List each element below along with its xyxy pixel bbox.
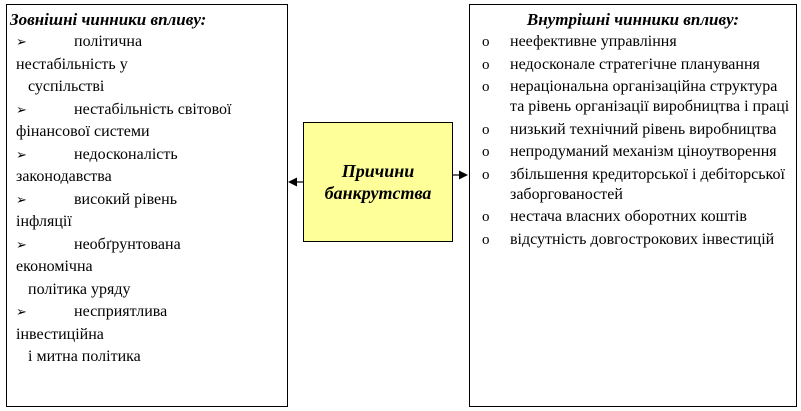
external-factor-text: суспільстві [28, 78, 105, 95]
arrow-bullet-icon: ➢ [16, 101, 27, 117]
circle-bullet-icon: o [482, 56, 490, 73]
external-factor-first-line: ➢ недосконалість [16, 144, 281, 167]
external-factors-box: Зовнішні чинники впливу: ➢ політична неста… [6, 4, 288, 407]
internal-factor-text: низький технічний рівень виробництва [510, 120, 777, 138]
circle-bullet-icon: o [482, 34, 490, 50]
external-factor-item: ➢ нестабільність світової фінансової систе… [16, 99, 281, 144]
internal-factor-text: збільшення кредиторської і дебіторської … [510, 165, 785, 203]
circle-bullet-icon: o [482, 144, 490, 160]
external-factor-first-line: ➢ несприятлива [16, 301, 281, 324]
external-factor-first-line: ➢ нестабільність світової [16, 99, 281, 122]
internal-factor-item: o нераціональна організаційна структура т… [482, 77, 790, 117]
external-factor-first-line: ➢ політична [16, 31, 281, 54]
external-factor-text: фінансової системи [16, 123, 150, 140]
external-factor-text: нестабільність у [16, 55, 128, 73]
arrow-to-internal-head [459, 170, 468, 180]
bankruptcy-causes-title: Причини банкрутства [325, 160, 432, 204]
external-factor-text: несприятлива [74, 303, 168, 320]
internal-factor-item: o нестача власних оборотних коштів [482, 207, 790, 227]
external-factor-text: інвестиційна [16, 325, 104, 343]
internal-factor-text: відсутність довгострокових інвестицій [510, 230, 775, 248]
internal-factor-item: o збільшення кредиторської і дебіторської… [482, 165, 790, 205]
internal-factor-text: нераціональна організаційна структура та… [510, 78, 790, 115]
circle-bullet-icon: o [482, 166, 490, 183]
center-title-line-1: Причини [341, 161, 415, 181]
external-factors-heading: Зовнішні чинники впливу: [10, 10, 207, 29]
internal-factor-item: o відсутність довгострокових інвестицій [482, 230, 790, 250]
internal-factor-text: нестача власних оборотних коштів [510, 208, 747, 225]
arrow-bullet-icon: ➢ [16, 236, 27, 252]
external-factor-item: ➢ необґрунтована економічна політика уряду [16, 234, 281, 302]
arrow-bullet-icon: ➢ [16, 304, 27, 319]
external-factor-text: високий рівень [74, 190, 177, 208]
arrow-bullet-icon: ➢ [16, 34, 27, 49]
external-factor-text: недосконалість [74, 145, 178, 163]
internal-factor-text: неефективне управління [510, 33, 677, 50]
internal-factor-item: o неефективне управління [482, 32, 790, 52]
arrow-bullet-icon: ➢ [16, 146, 27, 162]
bankruptcy-causes-box: Причини банкрутства [303, 122, 453, 242]
external-factor-item: ➢ несприятлива інвестиційна і митна політик… [16, 301, 281, 369]
external-factor-text: і митна політика [28, 348, 141, 365]
internal-factors-heading: Внутрішні чинники впливу: [526, 10, 740, 29]
external-factor-text: економічна [16, 258, 93, 275]
arrow-bullet-icon: ➢ [16, 191, 27, 207]
external-factor-item: ➢ недосконалість законодавства [16, 144, 281, 189]
internal-factor-item: o непродуманий механізм ціноутворення [482, 142, 790, 162]
external-factor-text: нестабільність світової [74, 100, 232, 118]
internal-factor-text: непродуманий механізм ціноутворення [510, 143, 777, 160]
internal-factor-text: недосконале стратегічне планування [510, 55, 760, 73]
external-factor-text: необґрунтована [74, 235, 181, 253]
external-factor-first-line: ➢ високий рівень [16, 189, 281, 212]
external-factor-text: законодавства [16, 168, 112, 185]
internal-factors-box: Внутрішні чинники впливу: o неефективне у… [469, 4, 797, 407]
internal-factors-list: o неефективне управління o недосконале стра… [470, 32, 796, 250]
internal-factor-item: o недосконале стратегічне планування [482, 55, 790, 75]
circle-bullet-icon: o [482, 121, 490, 138]
arrow-to-external-head [288, 177, 297, 187]
external-factor-text: інфляції [16, 213, 72, 230]
center-title-line-2: банкрутства [324, 183, 432, 203]
circle-bullet-icon: o [482, 231, 490, 248]
circle-bullet-icon: o [482, 79, 490, 95]
external-factor-text: політика уряду [28, 280, 131, 298]
internal-factor-item: o низький технічний рівень виробництва [482, 120, 790, 140]
external-factor-first-line: ➢ необґрунтована [16, 234, 281, 257]
external-factor-item: ➢ політична нестабільність у суспільстві [16, 31, 281, 99]
external-factor-text: політична [74, 33, 143, 50]
circle-bullet-icon: o [482, 209, 490, 225]
